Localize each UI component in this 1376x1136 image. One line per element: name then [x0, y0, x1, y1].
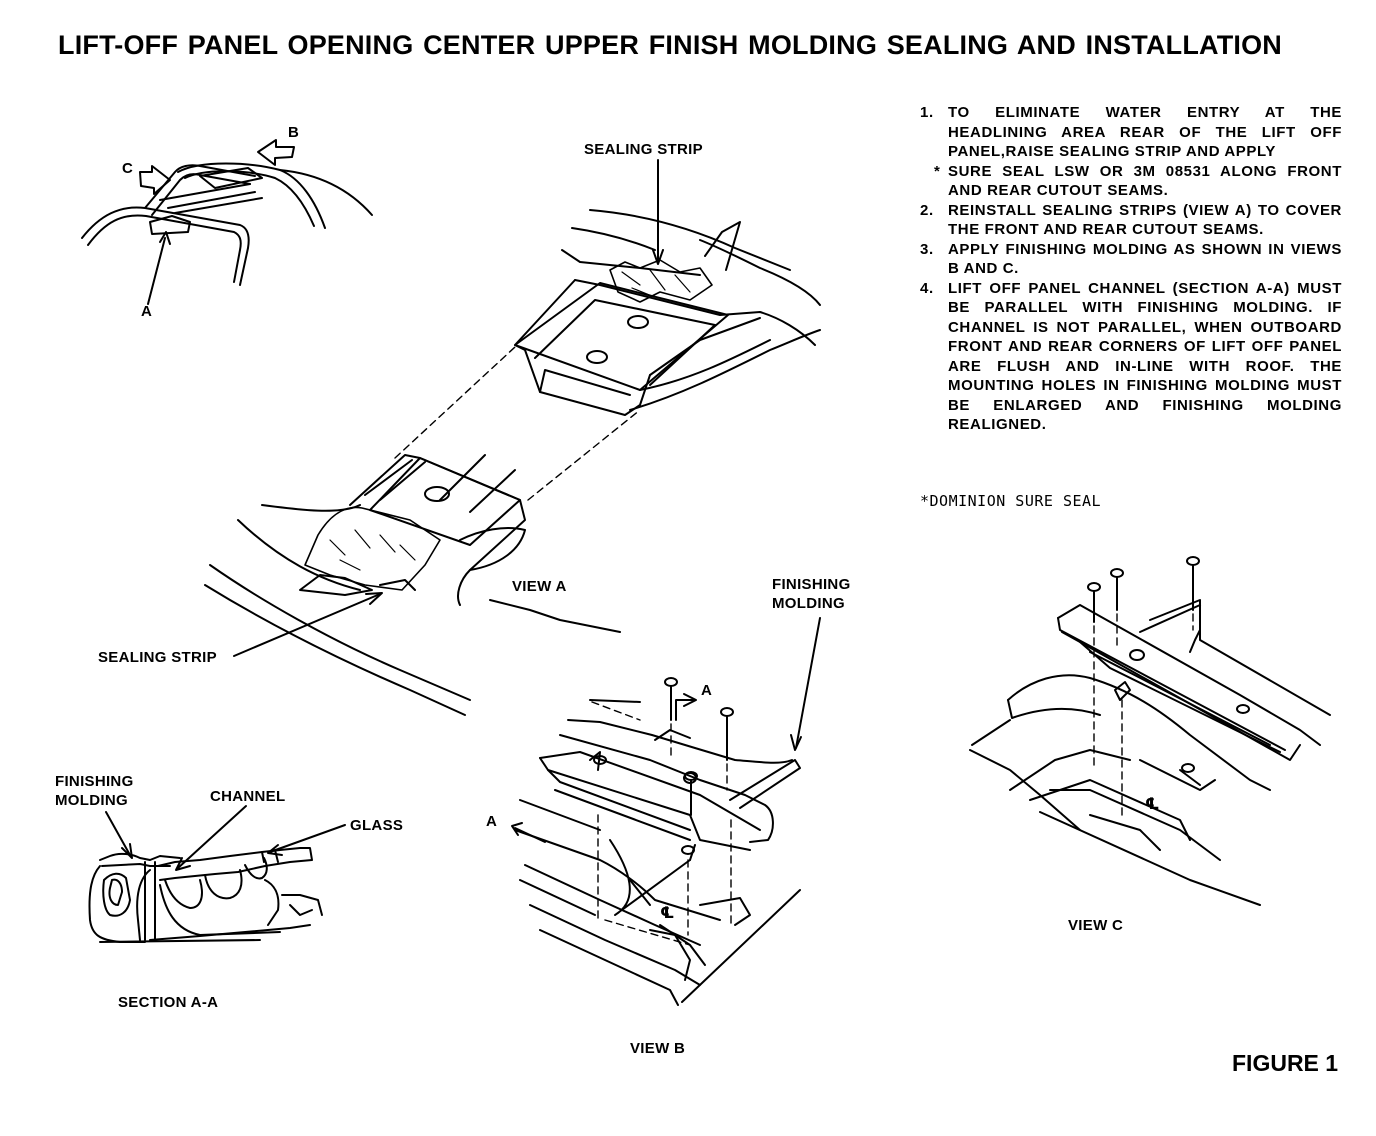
roof-overview [82, 164, 372, 286]
step-number: 4. [920, 279, 934, 297]
step-text: REINSTALL SEALING STRIPS (VIEW A) TO COV… [948, 201, 1342, 239]
instruction-step-2: 2. REINSTALL SEALING STRIPS (VIEW A) TO … [918, 201, 1342, 240]
overview-arrow-c-label: C [122, 160, 134, 177]
sealing-strip-top-label: SEALING STRIP [584, 141, 703, 158]
channel-label: CHANNEL [210, 788, 286, 805]
finishing-molding-section-label-line1: FINISHING [55, 773, 134, 790]
step-text: APPLY FINISHING MOLDING AS SHOWN IN VIEW… [948, 240, 1342, 278]
centerline-c-label: ℄ [1145, 796, 1160, 813]
step-number: 2. [920, 201, 934, 219]
arrow-b-icon [258, 140, 294, 165]
figure-label: FIGURE 1 [1232, 1050, 1339, 1076]
view-b-section-arrow-top-icon [676, 694, 696, 720]
glass-label: GLASS [350, 817, 404, 834]
view-a-upper-roof-section [515, 210, 820, 415]
view-c-screws-icon [1088, 557, 1199, 622]
finishing-molding-b-label-line1: FINISHING [772, 576, 851, 593]
channel-leader-icon [176, 806, 246, 870]
view-b-assembly [515, 700, 800, 1005]
arrow-c-icon [140, 166, 170, 194]
view-c-assembly [970, 600, 1330, 905]
view-b-label: VIEW B [630, 1040, 686, 1057]
section-a-a-profile [89, 848, 322, 942]
step-text-continuation: SURE SEAL LSW OR 3M 08531 ALONG FRONT AN… [948, 162, 1342, 200]
footnote-marker: * [934, 162, 941, 180]
step-text: TO ELIMINATE WATER ENTRY AT THE HEADLINI… [948, 104, 1342, 160]
view-c-label: VIEW C [1068, 917, 1124, 934]
view-c-dashed-guides [1094, 614, 1193, 815]
section-arrow-a-top-label: A [701, 682, 713, 699]
view-a-lower-roof-section [205, 455, 620, 715]
section-arrow-a-left-label: A [486, 813, 498, 830]
glass-leader-icon [268, 825, 345, 855]
step-number: 1. [920, 104, 934, 121]
footnote: *DOMINION SURE SEAL [920, 492, 1102, 510]
overview-arrow-b-label: B [288, 124, 300, 141]
finishing-molding-b-leader-icon [791, 618, 820, 750]
view-a-dashed-guides [395, 347, 640, 500]
view-b-dashed-guides [592, 702, 731, 945]
centerline-b-label: ℄ [660, 905, 675, 922]
overview-pointer-a-label: A [141, 303, 153, 320]
sealing-strip-bottom-label: SEALING STRIP [98, 649, 217, 666]
page-title: LIFT-OFF PANEL OPENING CENTER UPPER FINI… [58, 30, 1283, 60]
section-a-a-label: SECTION A-A [118, 994, 219, 1011]
sealing-strip-top-leader-icon [653, 160, 663, 264]
finishing-molding-b-label-line2: MOLDING [772, 595, 845, 612]
instruction-step-1-continuation: * SURE SEAL LSW OR 3M 08531 ALONG FRONT … [918, 162, 1342, 201]
instructions-list: 1. TO ELIMINATE WATER ENTRY AT THE HEADL… [918, 103, 1342, 435]
instruction-step-3: 3. APPLY FINISHING MOLDING AS SHOWN IN V… [918, 240, 1342, 279]
step-text: LIFT OFF PANEL CHANNEL (SECTION A-A) MUS… [948, 279, 1342, 434]
step-number: 3. [920, 240, 934, 258]
view-b-screws-icon [665, 678, 733, 815]
instruction-step-1: 1. TO ELIMINATE WATER ENTRY AT THE HEADL… [918, 103, 1342, 162]
sealing-strip-bottom-leader-icon [234, 593, 382, 656]
view-a-label: VIEW A [512, 578, 567, 595]
view-b-section-arrow-left-icon [512, 823, 545, 842]
instruction-step-4: 4. LIFT OFF PANEL CHANNEL (SECTION A-A) … [918, 279, 1342, 435]
finishing-molding-section-label-line2: MOLDING [55, 792, 128, 809]
pointer-a-icon [148, 232, 170, 304]
finishing-molding-section-leader-icon [106, 812, 132, 858]
